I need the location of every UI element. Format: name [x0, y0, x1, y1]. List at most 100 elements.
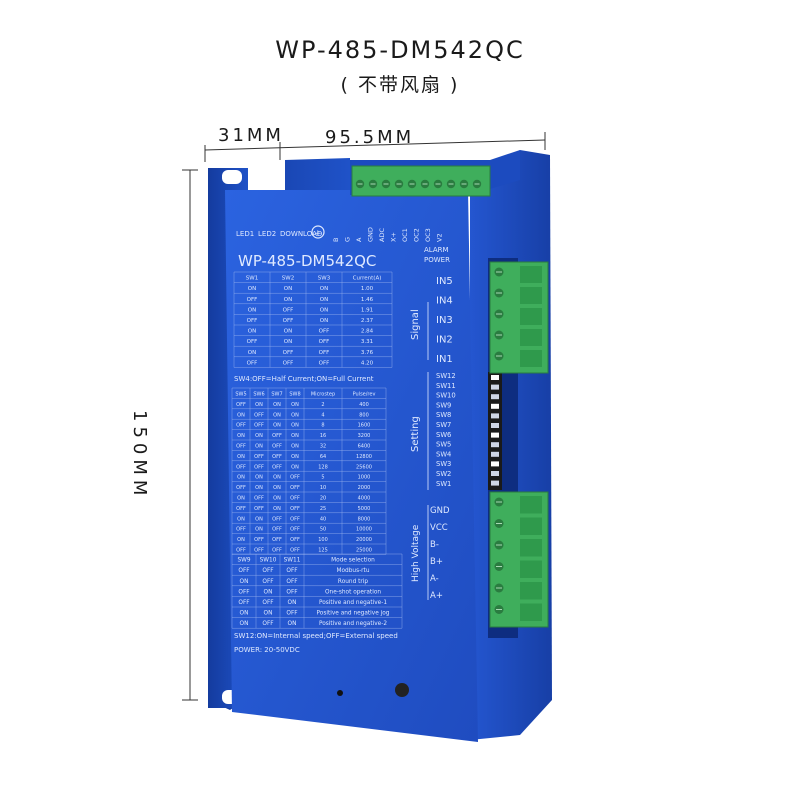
- table-header-cell: Microstep: [311, 391, 335, 397]
- table-cell: 40: [320, 516, 326, 522]
- table-cell: 2000: [358, 485, 371, 491]
- top-terminal-block: [351, 165, 491, 197]
- table-cell: ON: [255, 443, 263, 449]
- table-cell: 4: [321, 412, 324, 418]
- table-cell: ON: [273, 402, 281, 408]
- terminal-label: SW7: [436, 421, 451, 429]
- terminal-label: IN4: [436, 296, 453, 307]
- table-cell: ON: [237, 516, 245, 522]
- pin-label: V2: [436, 233, 444, 242]
- table-cell: 2: [321, 402, 324, 408]
- table-cell: ON: [291, 464, 299, 470]
- dip-switch-knob: [491, 423, 499, 428]
- table-cell: 64: [320, 454, 326, 460]
- terminal-label: GND: [430, 506, 450, 516]
- terminal-label: IN5: [436, 276, 453, 287]
- table-cell: Positive and negative-1: [319, 600, 387, 606]
- table-cell: 1600: [358, 423, 371, 429]
- table-cell: ON: [248, 350, 256, 356]
- table-cell: 3.76: [361, 350, 374, 356]
- table-header-cell: Pulse/rev: [353, 391, 376, 397]
- table-cell: OFF: [290, 495, 300, 501]
- table-cell: 8: [321, 423, 324, 429]
- table-header-cell: SW1: [246, 276, 258, 282]
- terminal-wire-entry: [520, 539, 542, 557]
- table-cell: ON: [255, 475, 263, 481]
- table-cell: 25000: [356, 547, 372, 553]
- terminal-label: VCC: [430, 523, 448, 533]
- setting-group-label: Setting: [410, 416, 421, 452]
- dip-switch-knob: [491, 375, 499, 380]
- pin-label: X+: [390, 232, 398, 242]
- table-cell: ON: [255, 527, 263, 533]
- pin-label: B: [332, 238, 340, 242]
- dimension-lines: [182, 132, 546, 701]
- table-cell: OFF: [272, 443, 282, 449]
- table-cell: OFF: [236, 485, 246, 491]
- table-cell: OFF: [319, 350, 330, 356]
- terminal-wire-entry: [520, 560, 542, 578]
- table-cell: OFF: [262, 600, 273, 606]
- table-cell: ON: [284, 329, 292, 335]
- terminal-label: A-: [430, 574, 439, 584]
- table-cell: 2.84: [361, 329, 374, 335]
- dip-switch-strip: [488, 372, 502, 490]
- table-cell: OFF: [236, 464, 246, 470]
- top-label-led2: LED2: [258, 230, 276, 238]
- terminal-wire-entry: [520, 350, 542, 367]
- table-cell: ON: [248, 286, 256, 292]
- table-cell: OFF: [236, 443, 246, 449]
- table-cell: 3200: [358, 433, 371, 439]
- panel-model-name: WP-485-DM542QC: [238, 252, 376, 270]
- table-cell: ON: [273, 475, 281, 481]
- terminal-label: SW2: [436, 470, 451, 478]
- dip-switch-knob: [491, 471, 499, 476]
- sw12-note: SW12:ON=Internal speed;OFF=External spee…: [234, 632, 398, 640]
- terminal-wire-entry: [520, 496, 542, 514]
- table-cell: ON: [288, 600, 297, 606]
- table-cell: 16: [320, 433, 326, 439]
- table-cell: OFF: [254, 506, 264, 512]
- table-cell: 50: [320, 527, 326, 533]
- dip-switch-knob: [491, 413, 499, 419]
- table-cell: OFF: [319, 339, 330, 345]
- table-header-cell: SW2: [282, 276, 294, 282]
- table-cell: OFF: [283, 360, 294, 366]
- dip-switch-knob: [491, 461, 499, 467]
- table-cell: 10: [320, 485, 326, 491]
- mount-slot-top: [222, 170, 242, 184]
- terminal-label: B+: [430, 557, 443, 567]
- power-label: POWER: [424, 256, 450, 264]
- table-cell: ON: [320, 286, 328, 292]
- table-cell: 3.31: [361, 339, 373, 345]
- high-voltage-group-label: High Voltage: [411, 524, 421, 582]
- table-cell: OFF: [272, 516, 282, 522]
- table-cell: OFF: [283, 318, 294, 324]
- dip-switch-knob: [491, 403, 499, 409]
- table-cell: OFF: [254, 412, 264, 418]
- table-cell: ON: [291, 402, 299, 408]
- table-cell: ON: [264, 611, 273, 617]
- table-cell: OFF: [272, 464, 282, 470]
- table-header-cell: Current(A): [353, 276, 382, 282]
- table-cell: 10000: [356, 527, 372, 533]
- dip-switch-knob: [491, 384, 499, 390]
- table-cell: 800: [359, 412, 369, 418]
- table-cell: OFF: [247, 297, 258, 303]
- table-cell: OFF: [290, 506, 300, 512]
- pin-label: GND: [367, 227, 375, 242]
- terminal-label: SW10: [436, 392, 456, 400]
- table-cell: OFF: [290, 485, 300, 491]
- table-cell: OFF: [290, 516, 300, 522]
- table-cell: 1.46: [361, 297, 374, 303]
- terminal-label: A+: [430, 591, 443, 601]
- table-cell: OFF: [254, 495, 264, 501]
- product-title: WP-485-DM542QC: [275, 36, 525, 64]
- table-cell: ON: [240, 579, 249, 585]
- pin-label: OC3: [424, 228, 432, 242]
- power-note: POWER: 20-50VDC: [234, 646, 300, 654]
- table-cell: OFF: [236, 527, 246, 533]
- table-cell: ON: [284, 339, 292, 345]
- table-cell: 1.00: [361, 286, 374, 292]
